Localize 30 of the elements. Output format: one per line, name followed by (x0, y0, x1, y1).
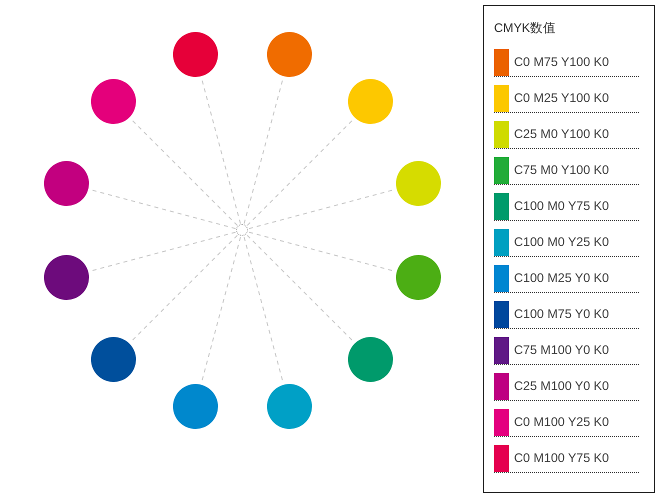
legend-title: CMYK数值 (494, 20, 556, 37)
legend-label: C0 M25 Y100 K0 (514, 90, 609, 107)
legend-label: C0 M100 Y25 K0 (514, 414, 609, 431)
filled-circle (44, 160, 89, 206)
legend-label: C100 M25 Y0 K0 (514, 270, 609, 287)
dashed-line (130, 118, 238, 226)
filled-circle (91, 79, 136, 124)
legend-label: C100 M75 Y0 K0 (514, 306, 609, 323)
filled-circle (348, 336, 394, 382)
dashed-line (246, 118, 355, 226)
legend-label: C75 M0 Y100 K0 (514, 162, 609, 179)
filled-circle (348, 79, 394, 124)
legend-label: C0 M100 Y75 K0 (514, 450, 609, 467)
filled-circle (44, 255, 89, 300)
filled-circle (266, 384, 312, 429)
filled-circle (172, 32, 218, 78)
legend-label: C25 M100 Y0 K0 (514, 378, 609, 395)
hub-ring (236, 224, 248, 236)
legend-label: C100 M0 Y75 K0 (514, 198, 609, 215)
filled-circle (396, 160, 441, 206)
dashed-line (130, 234, 238, 343)
legend-label: C0 M75 Y100 K0 (514, 54, 609, 71)
filled-circle (172, 384, 218, 429)
legend-label: C75 M100 Y0 K0 (514, 342, 609, 359)
filled-circle (91, 336, 136, 382)
filled-circle (266, 32, 312, 78)
legend-label: C100 M0 Y25 K0 (514, 234, 609, 251)
dashed-line (246, 234, 355, 343)
filled-circle (396, 255, 441, 300)
legend-label: C25 M0 Y100 K0 (514, 126, 609, 143)
